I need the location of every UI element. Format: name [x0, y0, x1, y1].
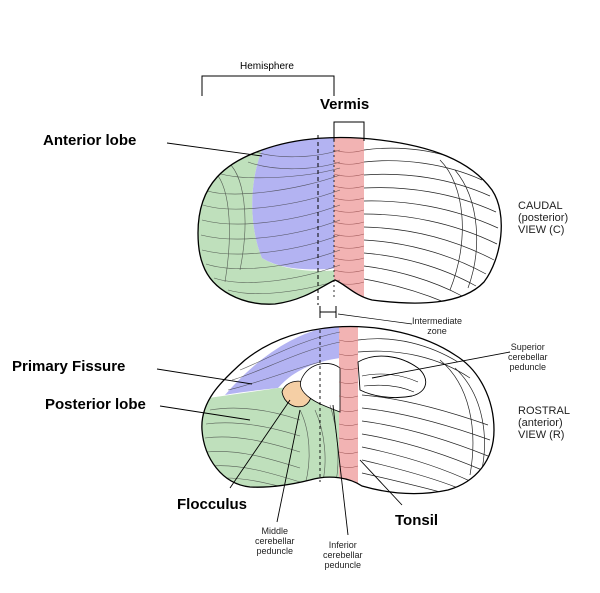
caudal-posterior-lobe-region — [198, 137, 340, 305]
hemisphere-bracket — [201, 75, 335, 96]
vermis-bracket — [333, 121, 365, 141]
caudal-outline — [197, 136, 502, 305]
caudal-view-line-1: CAUDAL — [518, 200, 563, 212]
inferior-peduncle-leader — [332, 404, 349, 536]
rostral-view-line-3: VIEW (R) — [518, 429, 565, 441]
rostral-posterior-lobe-region — [201, 387, 345, 494]
rostral-peduncle-region — [300, 363, 341, 413]
caudal-vermis-region — [334, 137, 364, 300]
rostral-view-line-1: ROSTRAL — [518, 405, 570, 417]
rostral-right-peduncle — [357, 355, 427, 399]
anterior-lobe-leader — [166, 142, 263, 157]
rostral-view-line-2: (anterior) — [518, 417, 563, 429]
caudal-anterior-lobe-region — [252, 137, 340, 270]
middle-peduncle-label: Middle cerebellar peduncle — [255, 526, 295, 556]
rostral-anterior-lobe-region — [225, 326, 340, 395]
middle-peduncle-line-1: Middle — [261, 526, 289, 536]
intermediate-zone-label: Intermediate zone — [412, 316, 462, 336]
flocculus-leader — [229, 399, 291, 489]
intermediate-zone-leader — [337, 313, 413, 325]
tonsil-leader — [359, 459, 403, 506]
anterior-lobe-label: Anterior lobe — [43, 132, 137, 149]
middle-peduncle-line-3: peduncle — [256, 546, 294, 556]
intermediate-zone-line-1: Intermediate — [412, 316, 463, 326]
caudal-view-line-3: VIEW (C) — [518, 224, 565, 236]
primary-fissure-leader — [156, 368, 253, 385]
middle-peduncle-leader — [276, 409, 301, 523]
middle-peduncle-line-2: cerebellar — [255, 536, 295, 546]
hemisphere-label: Hemisphere — [240, 61, 294, 72]
caudal-view-cerebellum — [197, 135, 502, 305]
superior-peduncle-line-1: Superior — [510, 342, 545, 352]
rostral-vermis-region — [339, 326, 358, 485]
primary-fissure-label: Primary Fissure — [12, 358, 126, 375]
caudal-view-line-2: (posterior) — [518, 212, 569, 224]
intermediate-zone-line-2: zone — [427, 326, 447, 336]
rostral-view-label: ROSTRAL (anterior) VIEW (R) — [518, 405, 570, 441]
superior-peduncle-label: Superior cerebellar peduncle — [508, 342, 548, 372]
superior-peduncle-line-3: peduncle — [509, 362, 547, 372]
intermediate-zone-bracket — [319, 306, 337, 318]
inferior-peduncle-line-1: Inferior — [328, 540, 357, 550]
inferior-peduncle-line-2: cerebellar — [323, 550, 363, 560]
rostral-view-cerebellum — [201, 325, 495, 495]
caudal-view-label: CAUDAL (posterior) VIEW (C) — [518, 200, 568, 236]
posterior-lobe-label: Posterior lobe — [45, 396, 146, 413]
superior-peduncle-line-2: cerebellar — [508, 352, 548, 362]
flocculus-label: Flocculus — [177, 496, 248, 513]
tonsil-label: Tonsil — [395, 512, 439, 529]
inferior-peduncle-line-3: peduncle — [324, 560, 362, 570]
superior-peduncle-leader — [371, 351, 511, 379]
posterior-lobe-leader — [159, 405, 251, 421]
vermis-label: Vermis — [320, 96, 370, 113]
inferior-peduncle-label: Inferior cerebellar peduncle — [323, 540, 363, 570]
